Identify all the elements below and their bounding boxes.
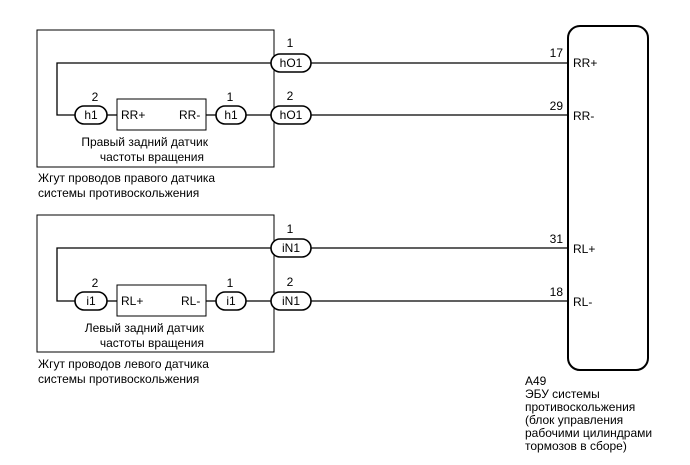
right-sensor-harness: RR+ RR- h1 2 h1 1 Правый задний датчик ч…	[36, 29, 312, 200]
right-harness-connector-upper-label: hO1	[280, 56, 303, 70]
ecu-desc-line: (блок управления	[525, 413, 623, 427]
left-harness-connector-lower-label: iN1	[282, 294, 300, 308]
left-sensor-connector-right-pin: 1	[227, 276, 234, 290]
left-rear-speed-sensor	[116, 284, 207, 317]
right-sensor-connector-right	[215, 105, 247, 125]
right-sensor-name-line2: частоты вращения	[100, 150, 204, 164]
left-sensor-name-line1: Левый задний датчик	[85, 321, 205, 335]
left-sensor-connector-left-pin: 2	[92, 276, 99, 290]
left-sensor-plus-label: RL+	[121, 294, 143, 308]
ecu-terminal-pin: 18	[550, 285, 564, 299]
right-sensor-name-line1: Правый задний датчик	[81, 135, 208, 149]
right-sensor-connector-right-label: h1	[224, 108, 238, 122]
right-sensor-connector-right-pin: 1	[227, 90, 234, 104]
ecu-terminal-label: RL-	[573, 295, 592, 309]
left-harness-connector-upper-pin: 1	[287, 222, 294, 236]
right-sensor-connector-left	[74, 105, 108, 125]
right-harness-connector-lower-label: hO1	[280, 108, 303, 122]
right-upper-wire	[56, 62, 271, 116]
right-harness-caption-line2: системы противоскольжения	[38, 186, 199, 200]
left-sensor-minus-label: RL-	[181, 294, 200, 308]
left-upper-wire	[56, 247, 271, 302]
left-sensor-connector-left	[74, 291, 108, 311]
ecu-terminal-label: RR+	[573, 56, 597, 70]
ecu-terminal-label: RL+	[573, 242, 595, 256]
ecu-terminal-label: RR-	[573, 109, 594, 123]
right-sensor-connector-left-label: h1	[84, 108, 98, 122]
ecu-terminal-pin: 31	[550, 232, 564, 246]
right-sensor-connector-left-pin: 2	[92, 90, 99, 104]
ecu-body	[567, 25, 649, 371]
abs-ecu: 17 RR+ 29 RR- 31 RL+ 18 RL- A49 ЭБУ сист…	[525, 25, 652, 453]
right-harness-frame	[36, 29, 275, 168]
left-sensor-connector-left-label: i1	[86, 294, 96, 308]
left-harness-frame	[36, 214, 275, 353]
right-sensor-plus-label: RR+	[121, 108, 145, 122]
right-sensor-minus-label: RR-	[179, 108, 200, 122]
left-harness-connector-lower-pin: 2	[287, 275, 294, 289]
left-sensor-connector-right-label: i1	[226, 294, 236, 308]
left-sensor-connector-right	[215, 291, 247, 311]
right-harness-connector-upper-pin: 1	[287, 36, 294, 50]
left-harness-caption-line1: Жгут проводов левого датчика	[38, 357, 209, 371]
left-sensor-harness: RL+ RL- i1 2 i1 1 Левый задний датчик ча…	[36, 214, 312, 386]
ecu-desc-line: ЭБУ системы	[525, 387, 600, 401]
ecu-desc-line: тормозов в сборе)	[525, 439, 627, 453]
left-harness-connector-upper-label: iN1	[282, 241, 300, 255]
ecu-terminal-pin: 17	[550, 46, 564, 60]
right-rear-speed-sensor	[116, 98, 207, 131]
right-harness-connector-lower-pin: 2	[287, 89, 294, 103]
ecu-desc-line: рабочими цилиндрами	[525, 426, 652, 440]
ecu-code: A49	[525, 374, 547, 388]
ecu-terminal-pin: 29	[550, 99, 564, 113]
left-sensor-name-line2: частоты вращения	[100, 336, 204, 350]
left-harness-caption-line2: системы противоскольжения	[38, 372, 199, 386]
right-harness-caption-line1: Жгут проводов правого датчика	[38, 171, 215, 185]
ecu-desc-line: противоскольжения	[525, 400, 635, 414]
